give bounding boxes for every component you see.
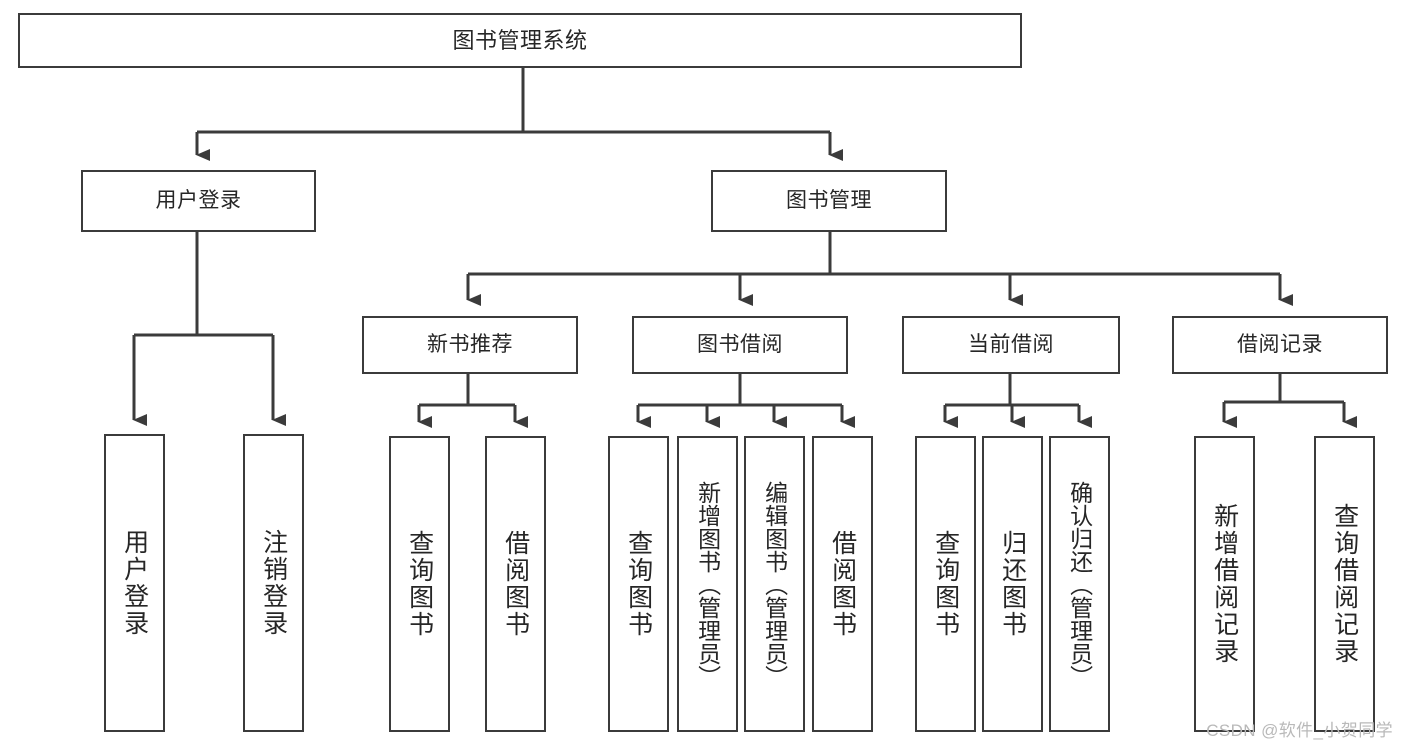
node-label: 图书管理 bbox=[786, 188, 872, 212]
leaf-add-book-admin[interactable]: 新增图书（管理员） bbox=[677, 436, 738, 732]
node-label: 新书推荐 bbox=[427, 332, 513, 356]
node-label: 归还图书 bbox=[998, 530, 1027, 638]
node-new-book-recommend[interactable]: 新书推荐 bbox=[362, 316, 578, 374]
leaf-query-book-1[interactable]: 查询图书 bbox=[389, 436, 450, 732]
node-label: 当前借阅 bbox=[968, 332, 1054, 356]
node-label: 新增借阅记录 bbox=[1210, 503, 1239, 665]
leaf-user-login[interactable]: 用户登录 bbox=[104, 434, 165, 732]
node-current-borrow[interactable]: 当前借阅 bbox=[902, 316, 1120, 374]
node-label: 借阅图书 bbox=[828, 530, 857, 638]
node-label: 查询图书 bbox=[405, 530, 434, 638]
node-label: 用户登录 bbox=[155, 188, 242, 212]
node-label: 图书借阅 bbox=[697, 332, 783, 356]
watermark-text: CSDN @软件_小贺同学 bbox=[1206, 721, 1393, 740]
node-label: 查询图书 bbox=[624, 530, 653, 638]
node-root-system[interactable]: 图书管理系统 bbox=[18, 13, 1022, 68]
node-label: 查询借阅记录 bbox=[1330, 503, 1359, 665]
node-user-login[interactable]: 用户登录 bbox=[81, 170, 316, 232]
leaf-query-book-2[interactable]: 查询图书 bbox=[608, 436, 669, 732]
node-label: 图书管理系统 bbox=[452, 27, 588, 53]
leaf-edit-book-admin[interactable]: 编辑图书（管理员） bbox=[744, 436, 805, 732]
leaf-borrow-book-1[interactable]: 借阅图书 bbox=[485, 436, 546, 732]
node-book-manage[interactable]: 图书管理 bbox=[711, 170, 947, 232]
leaf-add-borrow-record[interactable]: 新增借阅记录 bbox=[1194, 436, 1255, 732]
leaf-logout-login[interactable]: 注销登录 bbox=[243, 434, 304, 732]
leaf-return-book[interactable]: 归还图书 bbox=[982, 436, 1043, 732]
leaf-query-borrow-record[interactable]: 查询借阅记录 bbox=[1314, 436, 1375, 732]
node-label: 用户登录 bbox=[120, 529, 149, 637]
node-label: 查询图书 bbox=[931, 530, 960, 638]
node-borrow-record[interactable]: 借阅记录 bbox=[1172, 316, 1388, 374]
node-label: 新增图书（管理员） bbox=[694, 480, 721, 688]
node-label: 注销登录 bbox=[259, 529, 288, 637]
node-label: 借阅图书 bbox=[501, 530, 530, 638]
leaf-confirm-return-admin[interactable]: 确认归还（管理员） bbox=[1049, 436, 1110, 732]
node-book-borrow[interactable]: 图书借阅 bbox=[632, 316, 848, 374]
leaf-borrow-book-2[interactable]: 借阅图书 bbox=[812, 436, 873, 732]
node-label: 确认归还（管理员） bbox=[1066, 480, 1093, 688]
node-label: 借阅记录 bbox=[1237, 332, 1323, 356]
leaf-query-book-3[interactable]: 查询图书 bbox=[915, 436, 976, 732]
node-label: 编辑图书（管理员） bbox=[761, 480, 788, 688]
